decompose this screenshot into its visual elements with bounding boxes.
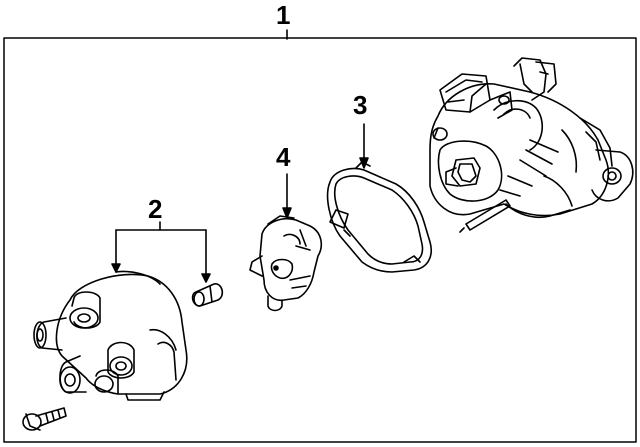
leader-bracket-2 [111,221,211,283]
callout-1: 1 [276,0,291,30]
callout-4: 4 [276,142,291,172]
gasket [326,161,432,273]
leader-arrow-4 [282,173,292,219]
cap-screw [22,407,67,431]
cap-terminal [191,283,224,307]
leader-arrow-3 [359,123,369,169]
callout-3: 3 [353,90,368,120]
assembly-frame [3,37,637,443]
distributor-cap [33,270,188,401]
distributor-body [429,57,634,233]
rotor [249,215,323,312]
callout-2: 2 [148,194,163,224]
